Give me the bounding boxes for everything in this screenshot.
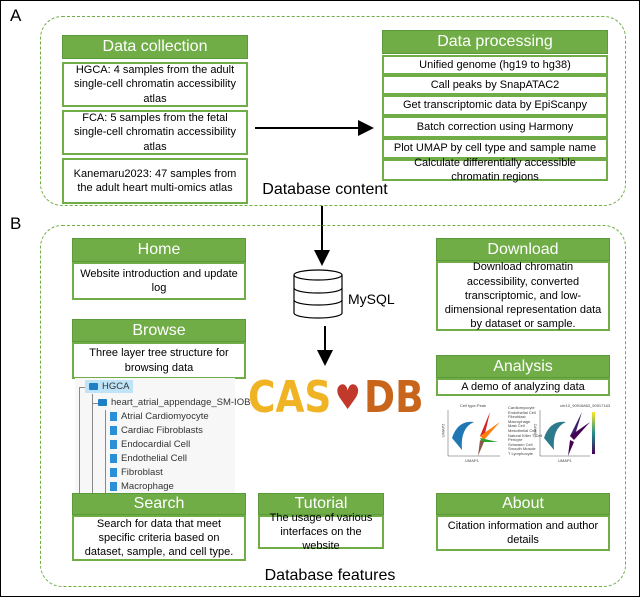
fca-box: FCA: 5 samples from the fetal single-cel… bbox=[62, 110, 248, 155]
search-box: Search for data that meet specific crite… bbox=[72, 515, 246, 561]
panel-a bbox=[40, 16, 626, 206]
file-icon bbox=[110, 482, 117, 491]
data-collection-header: Data collection bbox=[62, 35, 248, 59]
tree-cell[interactable]: Cardiac Fibroblasts bbox=[110, 425, 203, 436]
heart-icon: ♥ bbox=[334, 377, 361, 418]
file-icon bbox=[110, 468, 117, 477]
plot1-title: Cell type-Peak bbox=[460, 403, 487, 408]
file-icon bbox=[110, 426, 117, 435]
process-step: Calculate differentially accessible chro… bbox=[382, 157, 608, 183]
file-icon bbox=[110, 454, 117, 463]
umap-graphics bbox=[447, 410, 595, 457]
browse-tree: HGCA heart_atrial_appendage_SM-IOB Atria… bbox=[75, 378, 250, 493]
tree-root[interactable]: HGCA bbox=[85, 380, 134, 393]
panel-a-title: Database content bbox=[262, 181, 388, 198]
mysql-label: MySQL bbox=[348, 291, 395, 307]
tree-cell[interactable]: Macrophage bbox=[110, 481, 174, 492]
tree-cell[interactable]: Endothelial Cell bbox=[110, 453, 187, 464]
process-step: Batch correction using Harmony bbox=[382, 116, 608, 138]
tutorial-box: The usage of various interfaces on the w… bbox=[258, 512, 384, 552]
browse-box: Three layer tree structure for browsing … bbox=[72, 342, 246, 379]
panel-b-label: B bbox=[10, 214, 22, 233]
plot2-ylabel: UMAP2 bbox=[532, 423, 538, 438]
database-icon bbox=[293, 269, 343, 319]
search-header: Search bbox=[72, 493, 246, 515]
tree-cell[interactable]: Atrial Cardiomyocyte bbox=[110, 411, 209, 422]
kanemaru-box: Kanemaru2023: 47 samples from the adult … bbox=[62, 158, 248, 204]
about-header: About bbox=[436, 493, 610, 515]
browse-header: Browse bbox=[72, 319, 246, 342]
analysis-umap-plots: Cell type-Peak chr10_90916863_90917163 C… bbox=[440, 400, 620, 464]
panel-a-label: A bbox=[10, 6, 22, 25]
folder-icon bbox=[89, 383, 98, 390]
plot2-title: chr10_90916863_90917163 bbox=[560, 403, 611, 408]
tree-cell[interactable]: Fibroblast bbox=[110, 467, 163, 478]
plot2-xlabel: UMAP1 bbox=[558, 458, 572, 463]
process-step: Get transcriptomic data by EpiScanpy bbox=[382, 95, 608, 116]
panel-b bbox=[40, 225, 626, 587]
logo-left-text: CAS bbox=[248, 372, 332, 423]
hgca-box: HGCA: 4 samples from the adult single-ce… bbox=[62, 62, 248, 107]
download-box: Download chromatin accessibility, conver… bbox=[436, 261, 610, 331]
panel-b-title: Database features bbox=[240, 567, 420, 585]
plot1-xlabel: UMAP1 bbox=[465, 458, 479, 463]
file-icon bbox=[110, 440, 117, 449]
tutorial-header: Tutorial bbox=[258, 493, 384, 515]
folder-icon bbox=[98, 399, 107, 406]
home-box: Website introduction and update log bbox=[72, 262, 246, 300]
download-header: Download bbox=[436, 238, 610, 261]
process-step: Plot UMAP by cell type and sample name bbox=[382, 138, 608, 159]
plot1-ylabel: UMAP2 bbox=[440, 423, 446, 438]
process-step: Unified genome (hg19 to hg38) bbox=[382, 55, 608, 75]
analysis-box: A demo of analyzing data bbox=[436, 378, 610, 396]
process-step: Call peaks by SnapATAC2 bbox=[382, 75, 608, 95]
tree-sample[interactable]: heart_atrial_appendage_SM-IOB bbox=[98, 397, 250, 408]
casdb-logo: CAS ♥ DB bbox=[248, 372, 424, 423]
logo-right-text: DB bbox=[364, 372, 424, 423]
tree-cell[interactable]: Endocardial Cell bbox=[110, 439, 190, 450]
data-processing-header: Data processing bbox=[382, 30, 608, 54]
home-header: Home bbox=[72, 238, 246, 262]
analysis-header: Analysis bbox=[436, 355, 610, 378]
about-box: Citation information and author details bbox=[436, 515, 610, 551]
file-icon bbox=[110, 412, 117, 421]
